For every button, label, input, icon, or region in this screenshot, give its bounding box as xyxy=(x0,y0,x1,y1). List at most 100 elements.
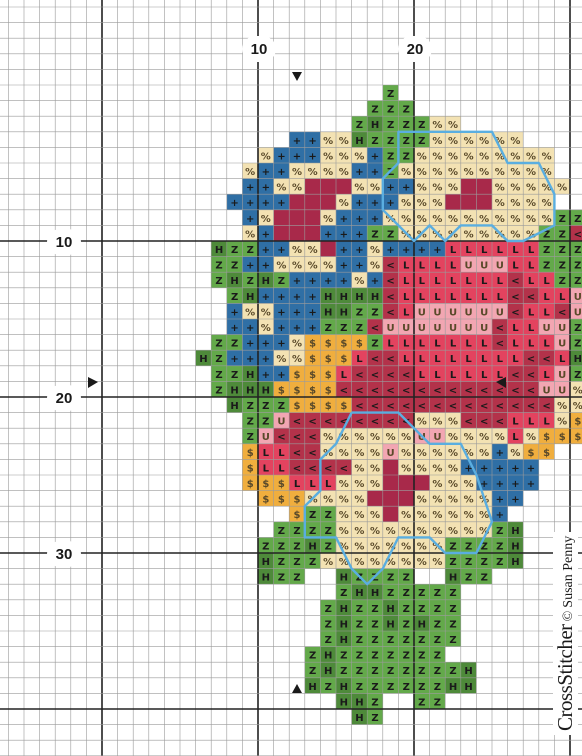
stitch-symbol: + xyxy=(511,463,519,474)
stitch-symbol: % xyxy=(261,214,271,225)
stitch-symbol: Z xyxy=(387,229,394,240)
stitch-symbol: Z xyxy=(215,276,222,287)
stitch-symbol: Z xyxy=(403,651,410,662)
stitch-symbol: L xyxy=(481,370,488,381)
stitch-symbol: < xyxy=(386,401,394,412)
stitch-symbol: H xyxy=(355,713,363,724)
stitch-symbol: < xyxy=(433,385,441,396)
stitch-symbol: % xyxy=(479,229,489,240)
stitch-symbol: L xyxy=(528,323,535,334)
stitch-symbol: Z xyxy=(340,651,347,662)
stitch-symbol: < xyxy=(402,370,410,381)
stitch-symbol: L xyxy=(309,479,316,490)
stitch-symbol: Z xyxy=(403,635,410,646)
stitch-symbol: H xyxy=(246,385,254,396)
stitch-symbol: < xyxy=(386,261,394,272)
stitch-symbol: Z xyxy=(293,541,300,552)
stitch-cell xyxy=(320,179,336,195)
stitch-symbol: Z xyxy=(496,541,503,552)
stitch-symbol: U xyxy=(433,432,441,443)
stitch-symbol: % xyxy=(432,463,442,474)
stitch-symbol: + xyxy=(511,495,519,506)
stitch-symbol: $ xyxy=(559,432,566,443)
stitch-symbol: U xyxy=(543,323,551,334)
stitch-symbol: % xyxy=(479,151,489,162)
stitch-symbol: % xyxy=(339,198,349,209)
stitch-symbol: L xyxy=(481,292,488,303)
stitch-symbol: $ xyxy=(247,448,254,459)
stitch-symbol: % xyxy=(417,198,427,209)
stitch-symbol: + xyxy=(246,354,254,365)
stitch-symbol: + xyxy=(293,276,301,287)
stitch-symbol: L xyxy=(434,261,441,272)
stitch-symbol: < xyxy=(511,276,519,287)
stitch-symbol: % xyxy=(370,245,380,256)
stitch-symbol: + xyxy=(262,354,270,365)
stitch-symbol: Z xyxy=(325,541,332,552)
stitch-symbol: % xyxy=(432,510,442,521)
stitch-symbol: + xyxy=(262,183,270,194)
stitch-symbol: H xyxy=(340,604,348,615)
stitch-symbol: + xyxy=(371,276,379,287)
stitch-symbol: < xyxy=(496,401,504,412)
stitch-symbol: Z xyxy=(418,682,425,693)
stitch-symbol: L xyxy=(450,339,457,350)
stitch-symbol: Z xyxy=(403,666,410,677)
stitch-symbol: Z xyxy=(449,604,456,615)
stitch-symbol: % xyxy=(432,557,442,568)
stitch-symbol: % xyxy=(464,214,474,225)
stitch-symbol: + xyxy=(340,229,348,240)
stitch-symbol: + xyxy=(386,198,394,209)
stitch-symbol: H xyxy=(371,588,379,599)
stitch-symbol: % xyxy=(432,136,442,147)
stitch-symbol: Z xyxy=(278,541,285,552)
stitch-symbol: Z xyxy=(559,245,566,256)
stitch-symbol: % xyxy=(292,167,302,178)
stitch-symbol: % xyxy=(401,463,411,474)
stitch-symbol: % xyxy=(370,432,380,443)
stitch-symbol: % xyxy=(495,183,505,194)
stitch-symbol: Z xyxy=(309,526,316,537)
stitch-symbol: + xyxy=(262,167,270,178)
stitch-symbol: Z xyxy=(371,105,378,116)
stitch-symbol: < xyxy=(293,432,301,443)
stitch-symbol: H xyxy=(340,573,348,584)
stitch-symbol: % xyxy=(354,495,364,506)
stitch-symbol: < xyxy=(480,385,488,396)
stitch-symbol: U xyxy=(277,417,285,428)
stitch-symbol: < xyxy=(496,417,504,428)
stitch-symbol: L xyxy=(325,479,332,490)
stitch-symbol: + xyxy=(433,245,441,256)
stitch-symbol: % xyxy=(292,339,302,350)
stitch-symbol: % xyxy=(354,432,364,443)
stitch-symbol: Z xyxy=(559,276,566,287)
stitch-symbol: + xyxy=(340,261,348,272)
stitch-symbol: % xyxy=(432,526,442,537)
stitch-symbol: L xyxy=(434,354,441,365)
stitch-symbol: % xyxy=(526,214,536,225)
stitch-symbol: L xyxy=(450,292,457,303)
stitch-symbol: + xyxy=(355,167,363,178)
stitch-symbol: % xyxy=(448,120,458,131)
stitch-symbol: % xyxy=(448,495,458,506)
stitch-symbol: % xyxy=(339,495,349,506)
stitch-symbol: < xyxy=(386,370,394,381)
stitch-symbol: Z xyxy=(262,417,269,428)
stitch-symbol: < xyxy=(527,385,535,396)
stitch-symbol: Z xyxy=(387,588,394,599)
stitch-symbol: % xyxy=(323,214,333,225)
stitch-symbol: Z xyxy=(215,354,222,365)
stitch-cell xyxy=(461,179,477,195)
stitch-symbol: + xyxy=(277,370,285,381)
stitch-symbol: % xyxy=(510,151,520,162)
stitch-symbol: % xyxy=(448,183,458,194)
stitch-symbol: L xyxy=(543,417,550,428)
stitch-symbol: L xyxy=(465,292,472,303)
stitch-symbol: U xyxy=(574,307,582,318)
stitch-symbol: < xyxy=(355,370,363,381)
stitch-symbol: Z xyxy=(418,588,425,599)
stitch-symbol: Z xyxy=(262,401,269,412)
stitch-symbol: L xyxy=(450,261,457,272)
stitch-symbol: L xyxy=(434,339,441,350)
stitch-symbol: % xyxy=(464,151,474,162)
